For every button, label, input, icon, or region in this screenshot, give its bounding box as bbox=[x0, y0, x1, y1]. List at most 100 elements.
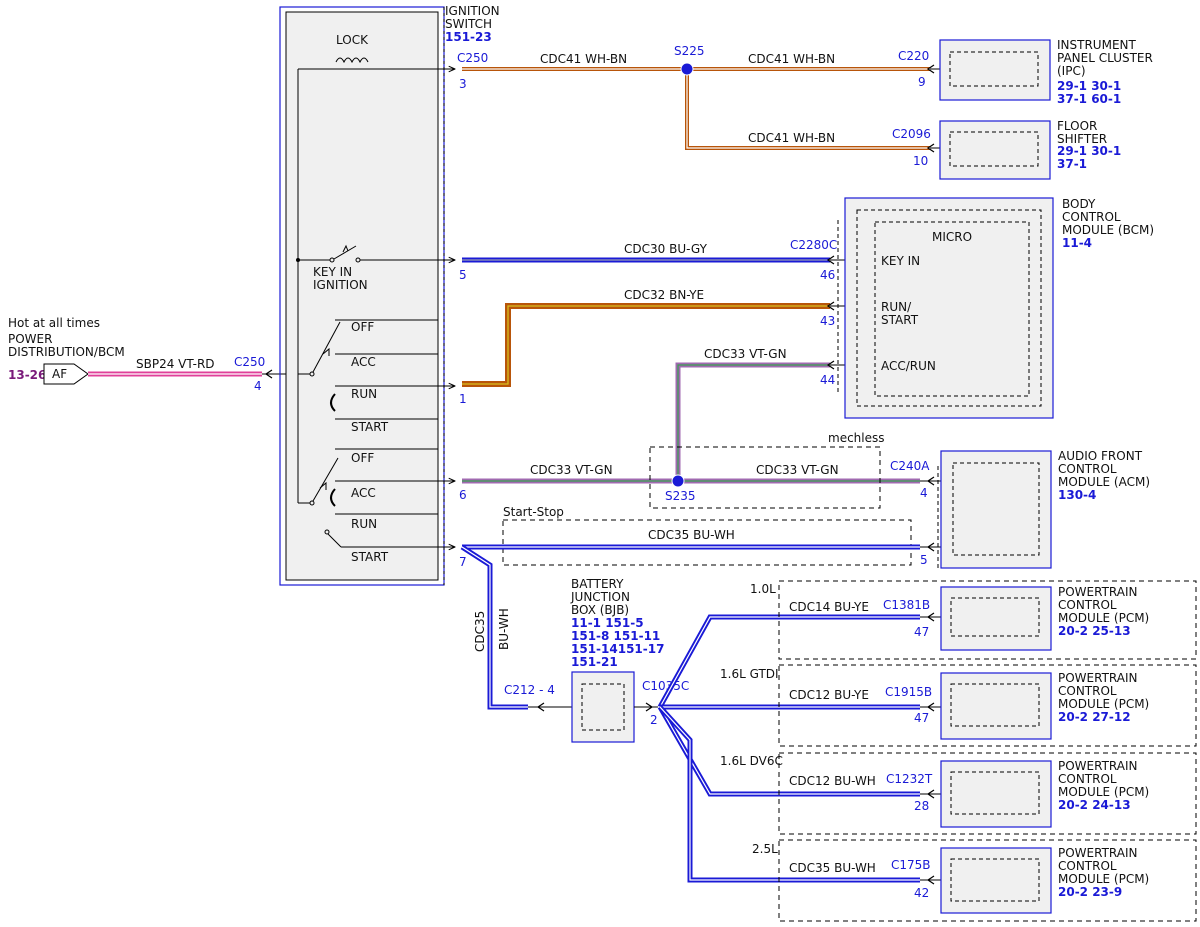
text-line: JUNCTION bbox=[570, 590, 630, 604]
connector-c220: C220 bbox=[898, 49, 929, 63]
g2-start-label: START bbox=[351, 550, 389, 564]
g2-run-label: RUN bbox=[351, 517, 377, 531]
bcm-pin-44: 44 bbox=[820, 373, 835, 387]
text-line: INSTRUMENT bbox=[1057, 38, 1136, 52]
wire-cdc41: CDC41 WH-BN S225 CDC41 WH-BN CDC41 WH-BN bbox=[462, 44, 930, 150]
text-line: CONTROL bbox=[1058, 859, 1117, 873]
connector-c1232t: C1232T bbox=[886, 772, 933, 786]
bcm-ref[interactable]: 11-4 bbox=[1062, 236, 1092, 250]
wire-cdc41-label-ipc: CDC41 WH-BN bbox=[748, 52, 835, 66]
fuse-af-symbol bbox=[43, 363, 89, 385]
text-line: BOX (BJB) bbox=[571, 603, 629, 617]
wire-cdc35-vert-color: BU-WH bbox=[497, 608, 511, 650]
connector-c212: C212 - 4 bbox=[504, 683, 555, 697]
pin-3: 3 bbox=[459, 77, 467, 91]
text-line: BODY bbox=[1062, 197, 1096, 211]
text-line: POWERTRAIN bbox=[1058, 846, 1138, 860]
pcm-1-ref[interactable]: 20-2 25-13 bbox=[1058, 624, 1131, 638]
pcm-4-ref[interactable]: 20-2 23-9 bbox=[1058, 885, 1122, 899]
option-1-0l: 1.0L bbox=[750, 582, 776, 596]
shifter-ref-2[interactable]: 37-1 bbox=[1057, 157, 1087, 171]
acm-pin-5: 5 bbox=[920, 553, 928, 567]
text-line: IGNITION bbox=[313, 278, 368, 292]
bjb-ref-1[interactable]: 11-1 151-5 bbox=[571, 616, 644, 630]
wire-cdc41-label-main: CDC41 WH-BN bbox=[540, 52, 627, 66]
pcm-option-boxes: 1.0L 1.6L GTDI 1.6L DV6C 2.5L bbox=[720, 580, 1197, 922]
ipc-ref-2[interactable]: 37-1 60-1 bbox=[1057, 92, 1121, 106]
wire-sbp24: SBP24 VT-RD C250 4 bbox=[88, 355, 299, 393]
text-line: KEY IN bbox=[313, 265, 352, 279]
wire-cdc33-label-bcm: CDC33 VT-GN bbox=[704, 347, 787, 361]
text-line: CONTROL bbox=[1058, 598, 1117, 612]
connector-c250-left-pin: 4 bbox=[254, 379, 262, 393]
pcm-2-ref[interactable]: 20-2 27-12 bbox=[1058, 710, 1131, 724]
wire-cdc32-label: CDC32 BN-YE bbox=[624, 288, 704, 302]
text-line: MODULE (ACM) bbox=[1058, 475, 1150, 489]
g2-off-label: OFF bbox=[351, 451, 374, 465]
pin-5: 5 bbox=[459, 268, 467, 282]
wire-cdc30-label: CDC30 BU-GY bbox=[624, 242, 708, 256]
fuse-af-label: AF bbox=[52, 367, 67, 381]
pin-7: 7 bbox=[459, 555, 467, 569]
shifter-ref-1[interactable]: 29-1 30-1 bbox=[1057, 144, 1121, 158]
text-line: MODULE (BCM) bbox=[1062, 223, 1154, 237]
bjb-ref-2[interactable]: 151-8 151-11 bbox=[571, 629, 660, 643]
pcm-3-ref[interactable]: 20-2 24-13 bbox=[1058, 798, 1131, 812]
connector-c1232t-pin: 28 bbox=[914, 799, 929, 813]
wire-cdc35: Start-Stop CDC35 BU-WH CDC35 BU-WH bbox=[460, 505, 920, 710]
text-line: MODULE (PCM) bbox=[1058, 611, 1149, 625]
ipc-ref-1[interactable]: 29-1 30-1 bbox=[1057, 79, 1121, 93]
option-1-6l-dv6c: 1.6L DV6C bbox=[720, 754, 783, 768]
text-line: RUN/ bbox=[881, 300, 912, 314]
wire-cdc14-label: CDC14 BU-YE bbox=[789, 600, 869, 614]
g1-acc-label: ACC bbox=[351, 355, 376, 369]
wire-cdc12-dv6c-label: CDC12 BU-WH bbox=[789, 774, 876, 788]
wire-cdc41-label-shifter: CDC41 WH-BN bbox=[748, 131, 835, 145]
text-line: MODULE (PCM) bbox=[1058, 785, 1149, 799]
g2-acc-label: ACC bbox=[351, 486, 376, 500]
connector-c220-pin: 9 bbox=[918, 75, 926, 89]
text-line: CONTROL bbox=[1062, 210, 1121, 224]
g1-start-label: START bbox=[351, 420, 389, 434]
text-line: SHIFTER bbox=[1057, 132, 1107, 146]
option-mechless: mechless bbox=[828, 431, 885, 445]
splice-s225: S225 bbox=[674, 44, 705, 58]
bcm-input-acc-run: ACC/RUN bbox=[881, 359, 936, 373]
bjb-ref-4[interactable]: 151-21 bbox=[571, 655, 618, 669]
wire-cdc33: CDC33 VT-GN CDC33 VT-GN CDC33 VT-GN S235… bbox=[462, 347, 920, 509]
text-line: IGNITION bbox=[445, 4, 500, 18]
wire-cdc30: CDC30 BU-GY bbox=[462, 242, 830, 263]
text-line: (IPC) bbox=[1057, 64, 1086, 78]
bcm-input-run-start: RUN/START bbox=[881, 300, 919, 327]
wire-cdc33-label-right: CDC33 VT-GN bbox=[756, 463, 839, 477]
wire-sbp24-label: SBP24 VT-RD bbox=[136, 357, 215, 371]
connector-c1381b: C1381B bbox=[883, 598, 930, 612]
module-bcm: C2280C 46 43 44 MICRO KEY IN RUN/START A… bbox=[790, 197, 1154, 419]
wire-cdc33-label-left: CDC33 VT-GN bbox=[530, 463, 613, 477]
ignition-switch-ref[interactable]: 151-23 bbox=[445, 30, 492, 44]
text-line: PANEL CLUSTER bbox=[1057, 51, 1153, 65]
connector-c2096-pin: 10 bbox=[913, 154, 928, 168]
power-source-ref[interactable]: 13-26 bbox=[8, 368, 46, 382]
connector-c1915b-pin: 47 bbox=[914, 711, 929, 725]
text-line: CONTROL bbox=[1058, 462, 1117, 476]
wire-cdc35-vert-name: CDC35 bbox=[473, 611, 487, 652]
bjb-ref-3[interactable]: 151-14151-17 bbox=[571, 642, 664, 656]
text-line: POWER bbox=[8, 332, 52, 346]
acm-ref[interactable]: 130-4 bbox=[1058, 488, 1096, 502]
